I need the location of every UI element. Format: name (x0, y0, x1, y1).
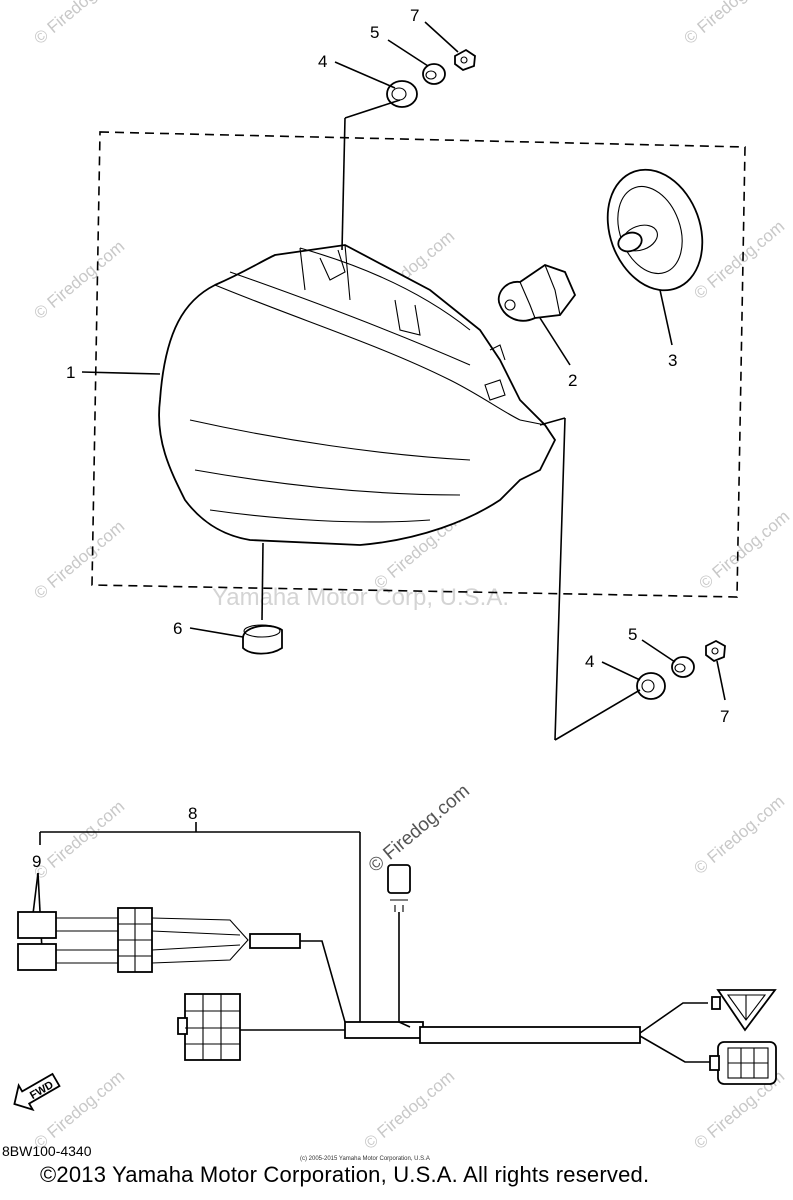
callout-5-bottom: 5 (628, 625, 637, 644)
callout-9: 9 (32, 852, 41, 871)
watermark-layer: © Firedog.com © Firedog.com © Firedog.co… (30, 0, 793, 1153)
dark-watermark: © Firedog.com (365, 780, 474, 876)
watermark: © Firedog.com (360, 1067, 458, 1153)
small-copyright: (c) 2005-2015 Yamaha Motor Corporation, … (300, 1156, 430, 1162)
headlight-bulb (497, 264, 577, 322)
top-mount-hardware (386, 48, 476, 108)
forward-arrow-icon: FWD (13, 1072, 61, 1112)
watermark: © Firedog.com (30, 517, 128, 603)
callout-4-bottom: 4 (585, 652, 594, 671)
side-mount-hardware (636, 639, 726, 700)
bulb-dust-cover (606, 168, 704, 292)
callout-7-top: 7 (410, 6, 419, 25)
callout-numbers: 1 2 3 4 5 7 6 4 5 7 8 9 (32, 6, 729, 871)
watermark: © Firedog.com (30, 797, 128, 883)
watermark: © Firedog.com (690, 217, 788, 303)
callout-2: 2 (568, 371, 577, 390)
watermark: © Firedog.com (690, 792, 788, 878)
fwd-label: FWD (28, 1079, 56, 1102)
callout-8: 8 (188, 804, 197, 823)
callout-4-top: 4 (318, 52, 327, 71)
assembly-boundary (91, 131, 746, 598)
callout-3: 3 (668, 351, 677, 370)
callout-7-bottom: 7 (720, 707, 729, 726)
copyright-notice: ©2013 Yamaha Motor Corporation, U.S.A. A… (40, 1162, 650, 1187)
headlight-housing (158, 244, 557, 546)
callout-1: 1 (66, 363, 75, 382)
watermark: © Firedog.com (30, 0, 128, 48)
callout-6: 6 (173, 619, 182, 638)
callout-5-top: 5 (370, 23, 379, 42)
leader-lines (81, 21, 726, 741)
grommet (242, 624, 283, 655)
part-code: 8BW100-4340 (2, 1143, 92, 1159)
sub-wire-harness (17, 822, 777, 1085)
watermark: © Firedog.com (30, 237, 128, 323)
watermark: © Firedog.com (695, 507, 793, 593)
watermark: © Firedog.com (680, 0, 778, 48)
